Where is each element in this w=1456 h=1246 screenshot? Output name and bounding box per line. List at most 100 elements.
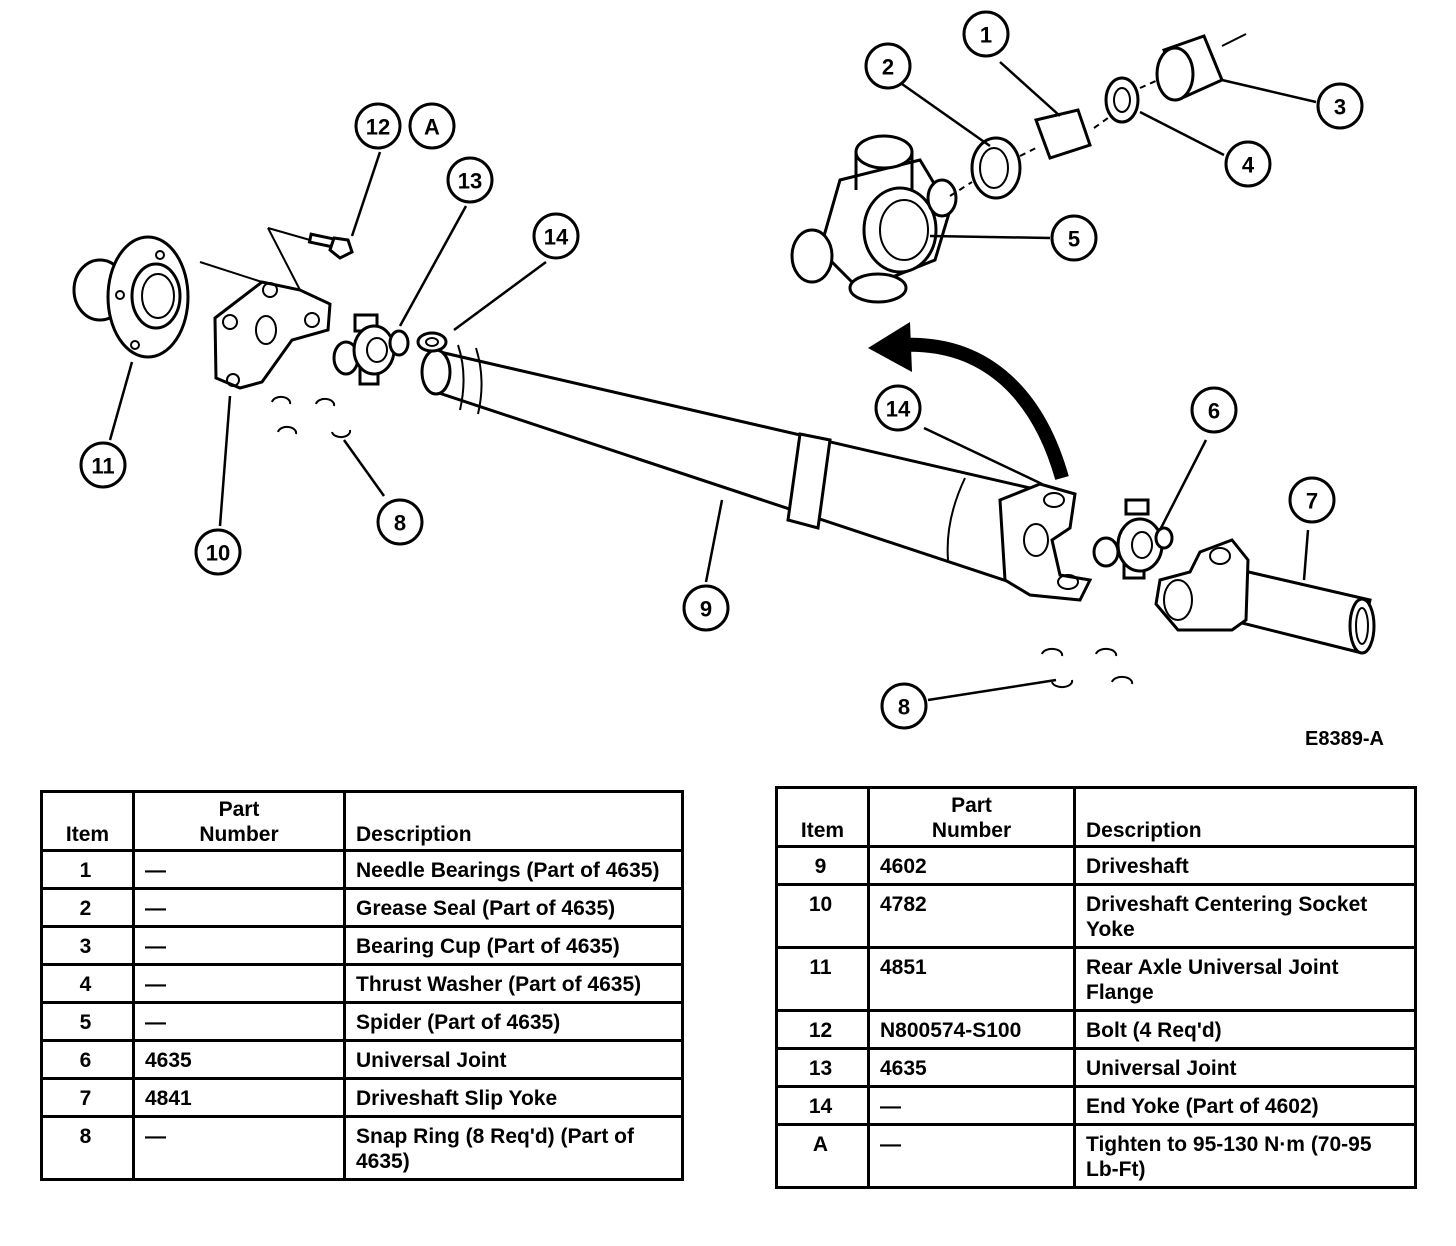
item-cell: A xyxy=(775,1123,870,1189)
item-cell: 5 xyxy=(40,1001,135,1042)
callout-2: 2 xyxy=(864,42,912,90)
bolt-drawing xyxy=(267,227,354,291)
svg-text:2: 2 xyxy=(882,55,894,80)
description-cell: Snap Ring (8 Req'd) (Part of 4635) xyxy=(343,1115,684,1181)
detail-arrow xyxy=(868,322,1069,480)
part-number-cell: — xyxy=(132,887,346,928)
exploded-bearing-parts-drawing xyxy=(949,33,1247,200)
part-number-cell: 4635 xyxy=(132,1039,346,1080)
callout-14-right: 14 xyxy=(874,384,922,432)
part-number-cell: — xyxy=(132,963,346,1004)
callout-14-left: 14 xyxy=(532,212,580,260)
callout-12: 12 xyxy=(354,102,402,150)
callout-A: A xyxy=(408,102,456,150)
description-cell: Driveshaft Slip Yoke xyxy=(343,1077,684,1118)
svg-text:6: 6 xyxy=(1208,399,1220,424)
part-number-cell: 4602 xyxy=(867,845,1076,886)
universal-joint-right-drawing xyxy=(1092,498,1174,580)
universal-joint-left-drawing xyxy=(332,313,410,386)
description-cell: Bearing Cup (Part of 4635) xyxy=(343,925,684,966)
part-number-cell: — xyxy=(132,925,346,966)
description-cell: Tighten to 95-130 N·m (70-95 Lb-Ft) xyxy=(1073,1123,1417,1189)
callout-8-right: 8 xyxy=(880,682,928,730)
svg-text:1: 1 xyxy=(980,23,992,48)
table-row: 4—Thrust Washer (Part of 4635) xyxy=(40,963,684,1004)
snap-rings-right-drawing xyxy=(1041,647,1134,689)
svg-text:7: 7 xyxy=(1306,489,1318,514)
description-cell: Spider (Part of 4635) xyxy=(343,1001,684,1042)
description-cell: Universal Joint xyxy=(343,1039,684,1080)
snap-rings-left-drawing xyxy=(271,395,352,439)
item-cell: 2 xyxy=(40,887,135,928)
part-number-cell: — xyxy=(132,1001,346,1042)
item-cell: 11 xyxy=(775,946,870,1012)
table-header-row: Item Part Number Description xyxy=(775,786,1417,848)
svg-text:8: 8 xyxy=(394,511,406,536)
callout-11: 11 xyxy=(79,441,127,489)
exploded-spider-drawing xyxy=(790,134,958,304)
item-cell: 6 xyxy=(40,1039,135,1080)
driveshaft-slip-yoke-drawing xyxy=(1154,538,1376,655)
table-row: 1—Needle Bearings (Part of 4635) xyxy=(40,849,684,890)
svg-text:12: 12 xyxy=(366,115,390,140)
description-cell: Bolt (4 Req'd) xyxy=(1073,1009,1417,1050)
callout-7: 7 xyxy=(1288,476,1336,524)
centering-socket-yoke-drawing xyxy=(199,261,332,390)
callout-10: 10 xyxy=(194,528,242,576)
svg-text:4: 4 xyxy=(1242,153,1255,178)
rear-axle-flange-drawing xyxy=(72,235,190,359)
svg-text:A: A xyxy=(424,115,440,140)
leader-lines xyxy=(108,61,1317,702)
description-cell: Universal Joint xyxy=(1073,1047,1417,1088)
description-cell: Needle Bearings (Part of 4635) xyxy=(343,849,684,890)
svg-text:11: 11 xyxy=(91,454,114,479)
svg-text:3: 3 xyxy=(1334,95,1346,120)
callout-5: 5 xyxy=(1050,214,1098,262)
svg-text:14: 14 xyxy=(544,225,569,250)
callout-9: 9 xyxy=(682,584,730,632)
table-row: A—Tighten to 95-130 N·m (70-95 Lb-Ft) xyxy=(775,1123,1417,1189)
svg-text:13: 13 xyxy=(458,169,482,194)
part-number-cell: 4851 xyxy=(867,946,1076,1012)
table-row: 3—Bearing Cup (Part of 4635) xyxy=(40,925,684,966)
table-row: 8—Snap Ring (8 Req'd) (Part of 4635) xyxy=(40,1115,684,1181)
part-number-cell: — xyxy=(132,1115,346,1181)
callout-4: 4 xyxy=(1224,140,1272,188)
callout-1: 1 xyxy=(962,10,1010,58)
figure-code: E8389-A xyxy=(1305,728,1384,750)
item-cell: 13 xyxy=(775,1047,870,1088)
item-cell: 9 xyxy=(775,845,870,886)
callout-13: 13 xyxy=(446,156,494,204)
callout-8-left: 8 xyxy=(376,498,424,546)
svg-text:5: 5 xyxy=(1068,227,1080,252)
item-cell: 3 xyxy=(40,925,135,966)
exploded-driveshaft-diagram: 1 2 3 4 5 6 7 8 8 9 10 11 12 A 13 14 14 xyxy=(72,10,1376,730)
header-item: Item xyxy=(40,790,135,852)
svg-text:14: 14 xyxy=(886,397,911,422)
header-item: Item xyxy=(775,786,870,848)
description-cell: End Yoke (Part of 4602) xyxy=(1073,1085,1417,1126)
header-description: Description xyxy=(1073,786,1417,848)
item-cell: 10 xyxy=(775,883,870,949)
callout-6: 6 xyxy=(1190,386,1238,434)
item-cell: 14 xyxy=(775,1085,870,1126)
header-description: Description xyxy=(343,790,684,852)
description-cell: Driveshaft Centering Socket Yoke xyxy=(1073,883,1417,949)
description-cell: Driveshaft xyxy=(1073,845,1417,886)
item-cell: 4 xyxy=(40,963,135,1004)
part-number-cell: — xyxy=(867,1085,1076,1126)
svg-text:9: 9 xyxy=(700,597,712,622)
description-cell: Rear Axle Universal Joint Flange xyxy=(1073,946,1417,1012)
description-cell: Grease Seal (Part of 4635) xyxy=(343,887,684,928)
table-header-row: Item Part Number Description xyxy=(40,790,684,852)
part-number-cell: — xyxy=(132,849,346,890)
header-part-number: Part Number xyxy=(867,786,1076,848)
